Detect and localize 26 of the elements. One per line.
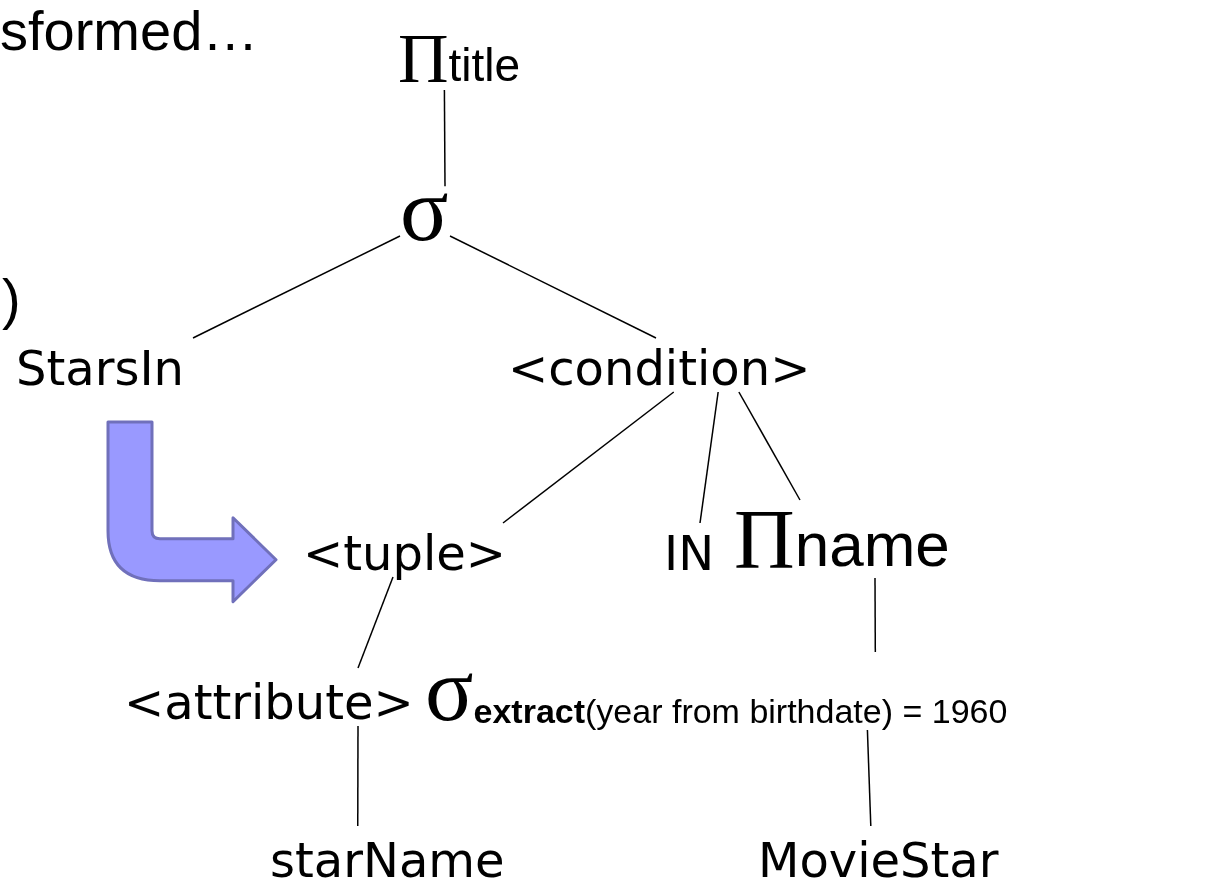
tree-node-label: StarsIn [16, 344, 185, 392]
operator-subscript: name [794, 514, 950, 576]
tree-edge [866, 729, 872, 827]
cut-off-text: sformed… [0, 0, 259, 62]
operator-symbol: Π [398, 27, 449, 90]
tree-node-label: starName [270, 836, 505, 884]
tree-edge [699, 391, 719, 524]
operator-symbol: Π [734, 502, 795, 578]
curved-block-arrow [106, 420, 278, 604]
tree-node-label: MovieStar [758, 836, 999, 884]
operator-symbol: σ [400, 169, 449, 250]
tree-node-label: <condition> [508, 344, 811, 392]
tree-edge [357, 725, 359, 827]
tree-edge [874, 577, 877, 653]
tree-node-label: <attribute> [124, 678, 414, 726]
tree-edge [502, 391, 675, 524]
tree-edge [449, 235, 657, 339]
tree-edge [357, 576, 394, 669]
tree-edge [738, 391, 801, 501]
operator-subscript: title [448, 42, 521, 88]
operator-symbol: σ [425, 649, 474, 730]
operator-subscript: extract(year from birthdate) = 1960 [473, 694, 1008, 728]
tree-edge [192, 235, 401, 339]
cut-off-text: ) [2, 268, 21, 330]
tree-edge [443, 89, 446, 188]
tree-node-label: IN [664, 529, 715, 577]
